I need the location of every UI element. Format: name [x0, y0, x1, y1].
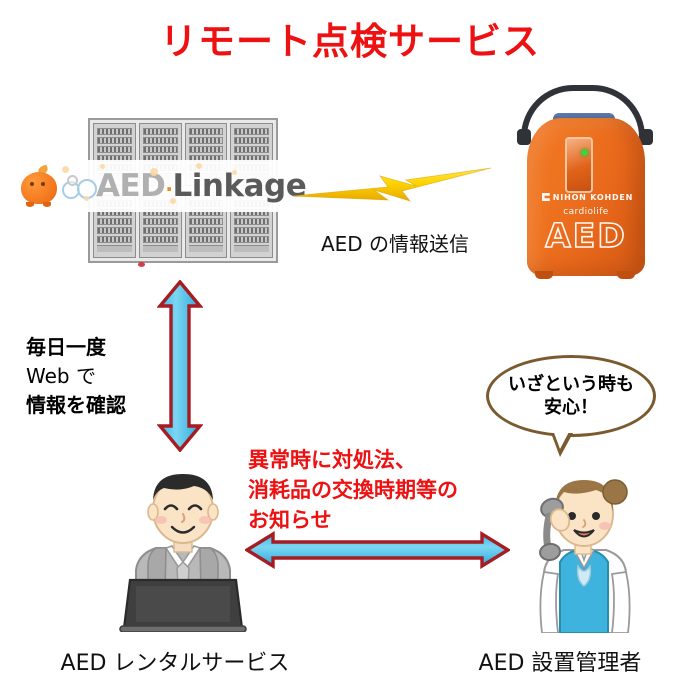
- speech-bubble-tail-inner: [553, 430, 570, 449]
- daily-web-check-note: 毎日一度 Web で 情報を確認: [26, 333, 126, 420]
- lightning-bolt-icon: [288, 160, 493, 215]
- aed-foot-left: [535, 271, 553, 279]
- caption-aed-rental-service: AED レンタルサービス: [60, 651, 290, 676]
- orange-mascot-icon: [18, 164, 62, 207]
- left-note-line-3: 情報を確認: [26, 393, 126, 417]
- aed-device-illustration: NIHON KOHDEN cardiolife AED: [505, 85, 670, 285]
- logo-text-linkage: Linkage: [172, 168, 307, 204]
- notification-note: 異常時に対処法、 消耗品の交換時期等の お知らせ: [248, 446, 458, 535]
- caption-aed-administrator: AED 設置管理者: [478, 651, 642, 676]
- center-note-line-1: 異常時に対処法、: [248, 448, 416, 472]
- left-note-line-1: 毎日一度: [26, 335, 106, 359]
- aed-transmission-label: AED の情報送信: [320, 232, 470, 256]
- aed-inspection-window: [565, 137, 593, 193]
- left-note-line-2: Web で: [26, 364, 96, 388]
- aed-handle-mount-left: [517, 129, 531, 145]
- horizontal-double-arrow-icon: [243, 530, 512, 570]
- aed-linkage-wordmark: AED·Linkage: [96, 168, 307, 204]
- aed-linkage-server-group: AED·Linkage: [0, 100, 307, 280]
- page-title: リモート点検サービス: [160, 20, 540, 63]
- center-note-line-2: 消耗品の交換時期等の: [248, 477, 458, 502]
- server-status-dot-icon: [138, 262, 145, 267]
- businessman-illustration: [108, 462, 258, 633]
- aed-status-led-icon: [581, 149, 588, 156]
- aed-brand-text: NIHON KOHDEN: [552, 193, 634, 202]
- aed-foot-right: [617, 271, 635, 279]
- speech-bubble: いざという時も 安心！: [486, 355, 656, 437]
- bubble-line-2: 安心！: [544, 397, 598, 418]
- aed-model-label: AED: [544, 215, 627, 256]
- aed-brand-label: NIHON KOHDEN: [505, 193, 670, 202]
- aed-subbrand-label: cardiolife: [563, 207, 609, 217]
- nihon-kohden-logo-icon: [541, 193, 550, 201]
- operator-illustration: [508, 468, 658, 634]
- center-note-line-3: お知らせ: [248, 507, 332, 532]
- vertical-double-arrow-icon: [156, 279, 204, 453]
- aed-handle-mount-right: [639, 129, 653, 145]
- logo-text-dot: ·: [165, 177, 173, 201]
- bubbles-icon: [60, 173, 100, 199]
- bubble-line-1: いざという時も: [508, 373, 634, 395]
- aed-linkage-logo: AED·Linkage: [0, 160, 307, 212]
